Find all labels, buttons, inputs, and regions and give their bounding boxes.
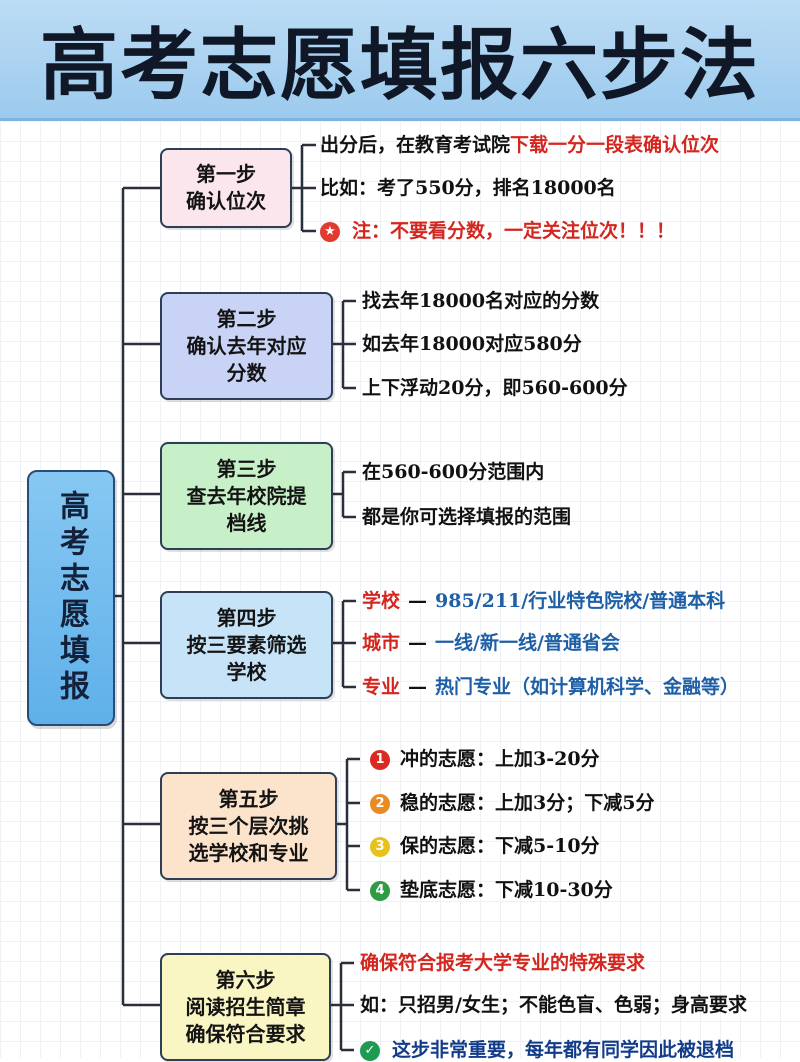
- step-4-item-3: 专业—热门专业（如计算机科学、金融等）: [362, 676, 740, 698]
- step-5-label-line1: 第五步: [218, 786, 279, 811]
- root-node: 高考志愿填报: [27, 470, 115, 726]
- title-banner: 高考志愿填报六步法: [0, 0, 800, 121]
- step-6-item-2: 如：只招男/女生；不能色盲、色弱；身高要求: [360, 994, 747, 1016]
- number-4-icon: 4: [370, 881, 390, 901]
- step-2-label-line3: 分数: [226, 360, 267, 385]
- step-1-label-line1: 第一步: [196, 162, 256, 186]
- step-5-label-line3: 选学校和专业: [188, 840, 309, 865]
- step-4-label-line1: 第四步: [216, 605, 277, 630]
- step-2-box: 第二步 确认去年对应 分数: [160, 292, 333, 400]
- step-2-item-3: 上下浮动20分，即560-600分: [362, 377, 628, 399]
- step-3-item-1: 在560-600分范围内: [362, 461, 545, 483]
- step-3-label-line2: 查去年校院提: [186, 483, 307, 508]
- step-4-label-line2: 按三要素筛选: [186, 632, 307, 657]
- step-2-label-line2: 确认去年对应: [186, 333, 307, 358]
- step-3-label-line1: 第三步: [216, 456, 277, 481]
- step-4-label-line3: 学校: [226, 659, 267, 684]
- step-1-item-3: ★注：不要看分数，一定关注位次！！！: [320, 219, 675, 243]
- step-6-label-line1: 第六步: [215, 967, 276, 992]
- step-6-item-3: ✓这步非常重要，每年都有同学因此被退档: [360, 1038, 734, 1062]
- step-3-label-line3: 档线: [226, 510, 267, 535]
- step-4-box: 第四步 按三要素筛选 学校: [160, 591, 333, 699]
- step-4-item-2: 城市—一线/新一线/普通省会: [362, 632, 620, 654]
- step-6-label-line3: 确保符合要求: [185, 1021, 306, 1046]
- root-label: 高考志愿填报: [54, 490, 89, 706]
- number-2-icon: 2: [370, 794, 390, 814]
- step-5-label-line2: 按三个层次挑: [188, 813, 309, 838]
- step-6-item-1: 确保符合报考大学专业的特殊要求: [360, 952, 646, 974]
- step-2-label-line1: 第二步: [216, 306, 277, 331]
- page-title: 高考志愿填报六步法: [39, 21, 760, 111]
- step-5-box: 第五步 按三个层次挑 选学校和专业: [160, 772, 337, 880]
- number-3-icon: 3: [370, 837, 390, 857]
- step-2-item-1: 找去年18000名对应的分数: [362, 290, 600, 312]
- check-badge-icon: ✓: [360, 1041, 380, 1061]
- step-3-box: 第三步 查去年校院提 档线: [160, 442, 333, 550]
- step-1-label-line2: 确认位次: [186, 189, 266, 213]
- step-1-box: 第一步 确认位次: [160, 148, 292, 228]
- step-1-item-2: 比如：考了550分，排名18000名: [320, 177, 616, 199]
- grid-background: [0, 121, 800, 1058]
- step-1-item-1: 出分后，在教育考试院下载一分一段表确认位次: [320, 134, 720, 156]
- number-1-icon: 1: [370, 750, 390, 770]
- step-6-box: 第六步 阅读招生简章 确保符合要求: [160, 953, 331, 1061]
- step-2-item-2: 如去年18000对应580分: [362, 333, 582, 355]
- step-4-item-1: 学校—985/211/行业特色院校/普通本科: [362, 590, 726, 612]
- step-3-item-2: 都是你可选择填报的范围: [362, 506, 572, 528]
- star-badge-icon: ★: [320, 222, 340, 242]
- step-1-item-1-highlight: 下载一分一段表确认位次: [510, 134, 720, 156]
- step-6-label-line2: 阅读招生简章: [185, 994, 306, 1019]
